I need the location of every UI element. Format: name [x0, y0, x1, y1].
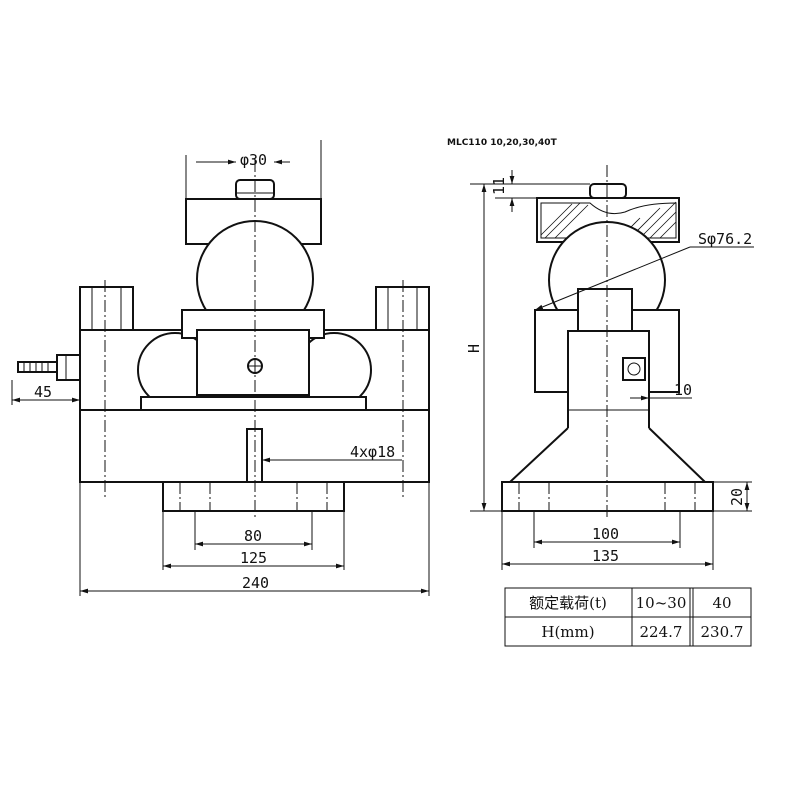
- cable-gland: [56, 354, 81, 381]
- dim-cable-offset: 45: [34, 383, 52, 401]
- table-cell-load-40: 40: [712, 594, 731, 612]
- side-pin-head: [589, 183, 627, 199]
- dim-ball-radius: Sφ76.2: [698, 230, 752, 248]
- table-header-rated-load: 额定载荷(t): [529, 594, 607, 612]
- table-cell-load-range: 10~30: [636, 594, 687, 612]
- dim-pin-diameter: φ30: [240, 151, 267, 169]
- model-label: MLC110 10,20,30,40T: [447, 138, 558, 148]
- dim-side-hole-spacing: 100: [592, 525, 619, 543]
- side-post: [577, 288, 633, 332]
- dim-nut-offset: 10: [674, 381, 692, 399]
- side-dimensions: [470, 170, 754, 570]
- table-header-h: H(mm): [541, 623, 594, 641]
- table-cell-h-range: 224.7: [640, 623, 683, 641]
- dim-side-base-height: 20: [728, 488, 746, 506]
- dim-top-thickness: 11: [490, 177, 508, 195]
- dim-bolt-holes: 4xφ18: [350, 443, 395, 461]
- dim-side-base-width: 135: [592, 547, 619, 565]
- side-view: [501, 165, 714, 520]
- table-cell-h-40: 230.7: [701, 623, 744, 641]
- dim-height: H: [465, 344, 483, 353]
- cable: [17, 361, 58, 373]
- front-base: [162, 481, 345, 512]
- side-top-cap: [536, 197, 680, 243]
- dim-base-inner-width: 125: [240, 549, 267, 567]
- spec-table: [504, 587, 752, 647]
- front-dimensions: [11, 140, 430, 596]
- side-nut: [622, 357, 646, 381]
- front-view: [17, 160, 430, 520]
- dim-overall-width: 240: [242, 574, 269, 592]
- dim-hole-spacing: 80: [244, 527, 262, 545]
- front-left-post: [79, 286, 134, 331]
